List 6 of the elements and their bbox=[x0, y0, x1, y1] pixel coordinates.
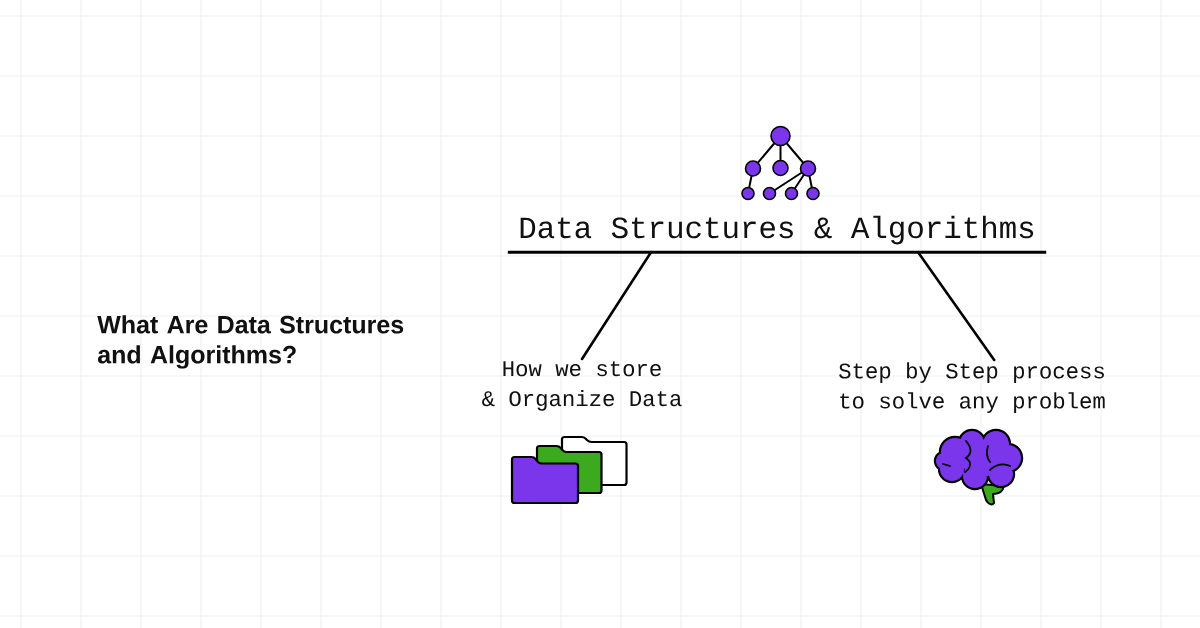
branch-text: Step by Step process to solve any problem bbox=[839, 362, 1105, 413]
branch-text: How we store & Organize Data bbox=[482, 361, 682, 411]
connector-line bbox=[580, 250, 653, 361]
heading: What Are Data Structures and Algorithms? bbox=[97, 315, 404, 369]
topic-title: Data Structures & Algorithms bbox=[520, 215, 1034, 245]
connector-line bbox=[916, 250, 996, 362]
